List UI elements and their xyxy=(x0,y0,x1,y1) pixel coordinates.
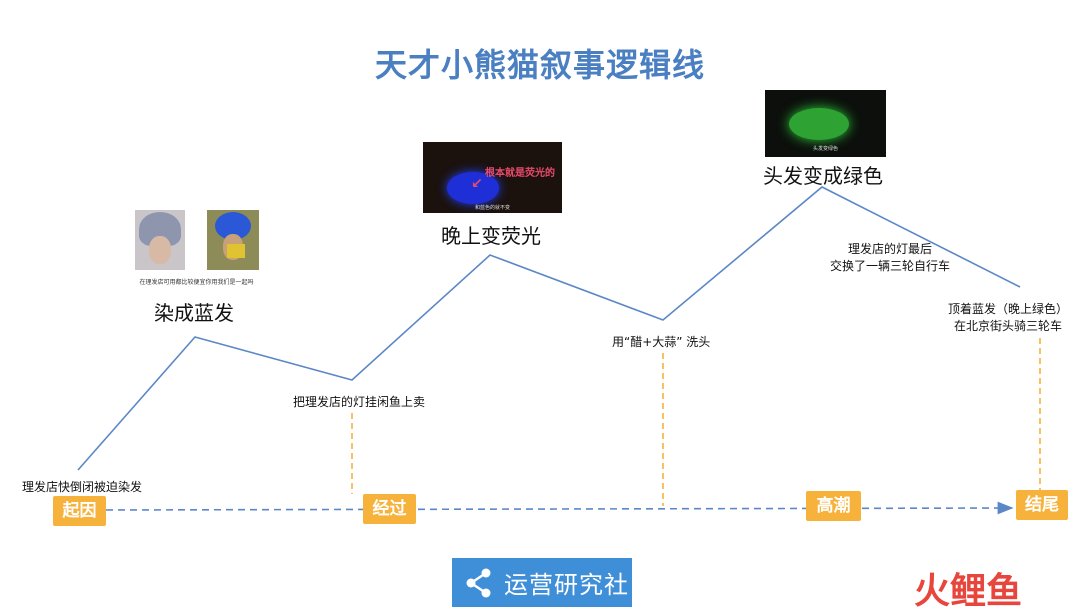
face-shape xyxy=(149,236,171,264)
yunying-logo: 运营研究社 xyxy=(452,558,632,607)
event-turned-green: 头发变成绿色 xyxy=(763,164,883,188)
brand-part2: 鲤鱼 xyxy=(950,571,1023,612)
event-ending: 顶着蓝发（晚上绿色） 在北京街头骑三轮车 xyxy=(946,301,1070,335)
portrait-left xyxy=(135,210,185,270)
event-shop-closing: 理发店快倒闭被迫染发 xyxy=(22,480,143,494)
green-hair-shape xyxy=(789,108,849,140)
stage-jingguo: 经过 xyxy=(363,494,416,524)
portrait-right xyxy=(207,210,259,270)
event-sell-lamp: 把理发店的灯挂闲鱼上卖 xyxy=(293,395,426,409)
story-line xyxy=(77,186,1021,471)
event-wash-hair: 用“醋+大蒜” 洗头 xyxy=(612,335,711,349)
glow-overlay-text: 根本就是荧光的 xyxy=(485,168,555,179)
stage-jiewei: 结尾 xyxy=(1016,490,1068,520)
timeline-arrow xyxy=(105,501,1014,515)
brand-watermark: 火鲤鱼 xyxy=(914,562,1022,614)
photo-caption: 在理发店可用都比较便宜你用我们是一起吗 xyxy=(139,279,254,286)
stage-gaochao: 高潮 xyxy=(806,491,861,521)
blue-hair-photo: 在理发店可用都比较便宜你用我们是一起吗 xyxy=(125,205,268,290)
glow-subtitle: 和蓝色的就不变 xyxy=(474,205,510,211)
green-hair-photo: 头发变绿色 xyxy=(765,90,886,157)
brand-part1: 火 xyxy=(914,571,951,612)
page-title: 天才小熊猫叙事逻辑线 xyxy=(374,46,705,84)
event-lamp-swapped-line2: 交换了一辆三轮自行车 xyxy=(829,259,950,273)
green-subtitle: 头发变绿色 xyxy=(812,146,838,152)
event-dyed-blue: 染成蓝发 xyxy=(154,301,234,325)
glow-hair-photo: ↙ 根本就是荧光的 和蓝色的就不变 xyxy=(423,142,562,213)
logo-text: 运营研究社 xyxy=(504,571,629,599)
event-lamp-swapped: 理发店的灯最后 交换了一辆三轮自行车 xyxy=(822,241,958,275)
stage-qiyin: 起因 xyxy=(53,496,106,526)
event-ending-line2: 在北京街头骑三轮车 xyxy=(953,319,1062,333)
arrow-icon: ↙ xyxy=(471,176,483,192)
event-lamp-swapped-line1: 理发店的灯最后 xyxy=(847,242,932,256)
card-shape xyxy=(227,244,245,258)
share-icon xyxy=(466,568,491,597)
event-glow-night: 晚上变荧光 xyxy=(441,224,541,248)
event-ending-line1: 顶着蓝发（晚上绿色） xyxy=(947,302,1068,316)
glow-hair-shape xyxy=(447,172,499,204)
